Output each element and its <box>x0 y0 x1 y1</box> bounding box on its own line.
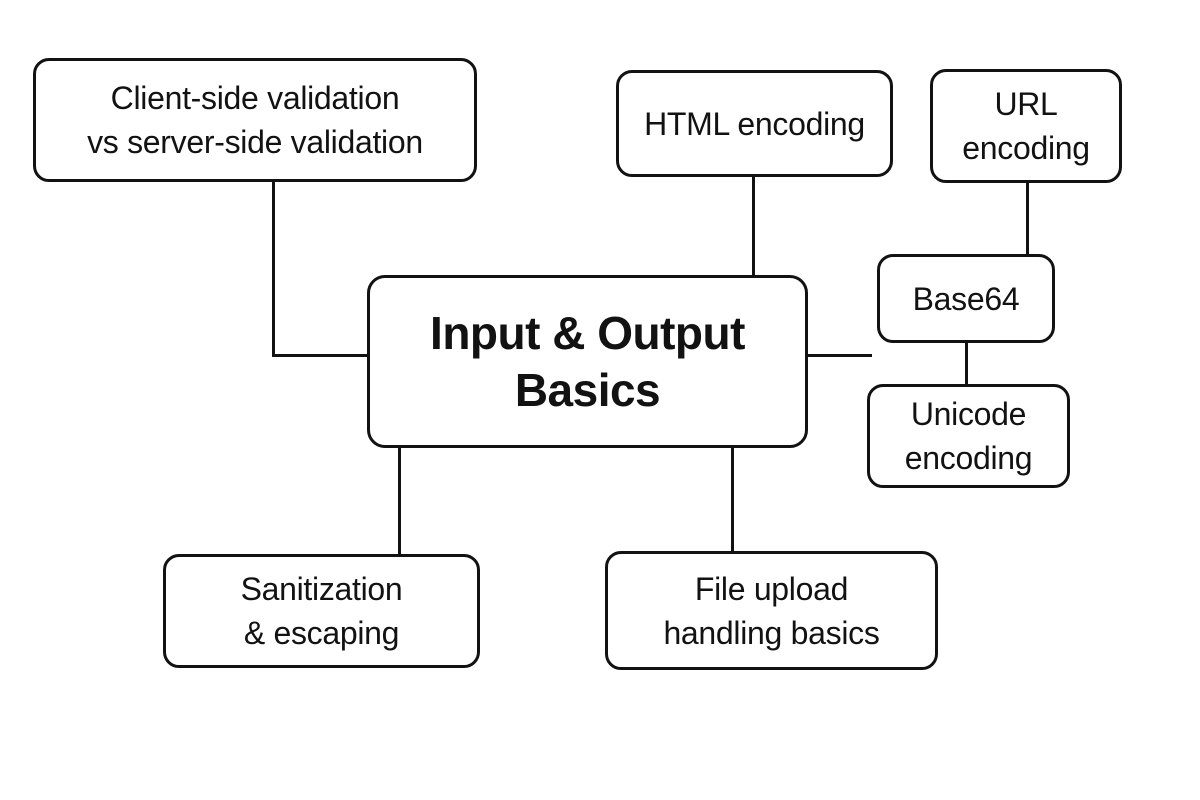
node-input-output-basics: Input & Output Basics <box>367 275 808 448</box>
edge-url-encoding-base64 <box>1026 183 1029 254</box>
edge-html-encoding <box>752 177 755 275</box>
edge-client-validation-horizontal <box>272 354 367 357</box>
edge-central-right-stub <box>808 354 872 357</box>
edge-client-validation-vertical <box>272 182 275 357</box>
edge-central-sanitization <box>398 448 401 554</box>
node-url-encoding: URL encoding <box>930 69 1122 183</box>
node-base64: Base64 <box>877 254 1055 343</box>
node-html-encoding: HTML encoding <box>616 70 893 177</box>
edge-central-file-upload <box>731 448 734 551</box>
node-client-side-validation: Client-side validation vs server-side va… <box>33 58 477 182</box>
edge-base64-unicode <box>965 343 968 384</box>
node-sanitization-escaping: Sanitization & escaping <box>163 554 480 668</box>
node-unicode-encoding: Unicode encoding <box>867 384 1070 488</box>
node-file-upload-handling: File upload handling basics <box>605 551 938 670</box>
